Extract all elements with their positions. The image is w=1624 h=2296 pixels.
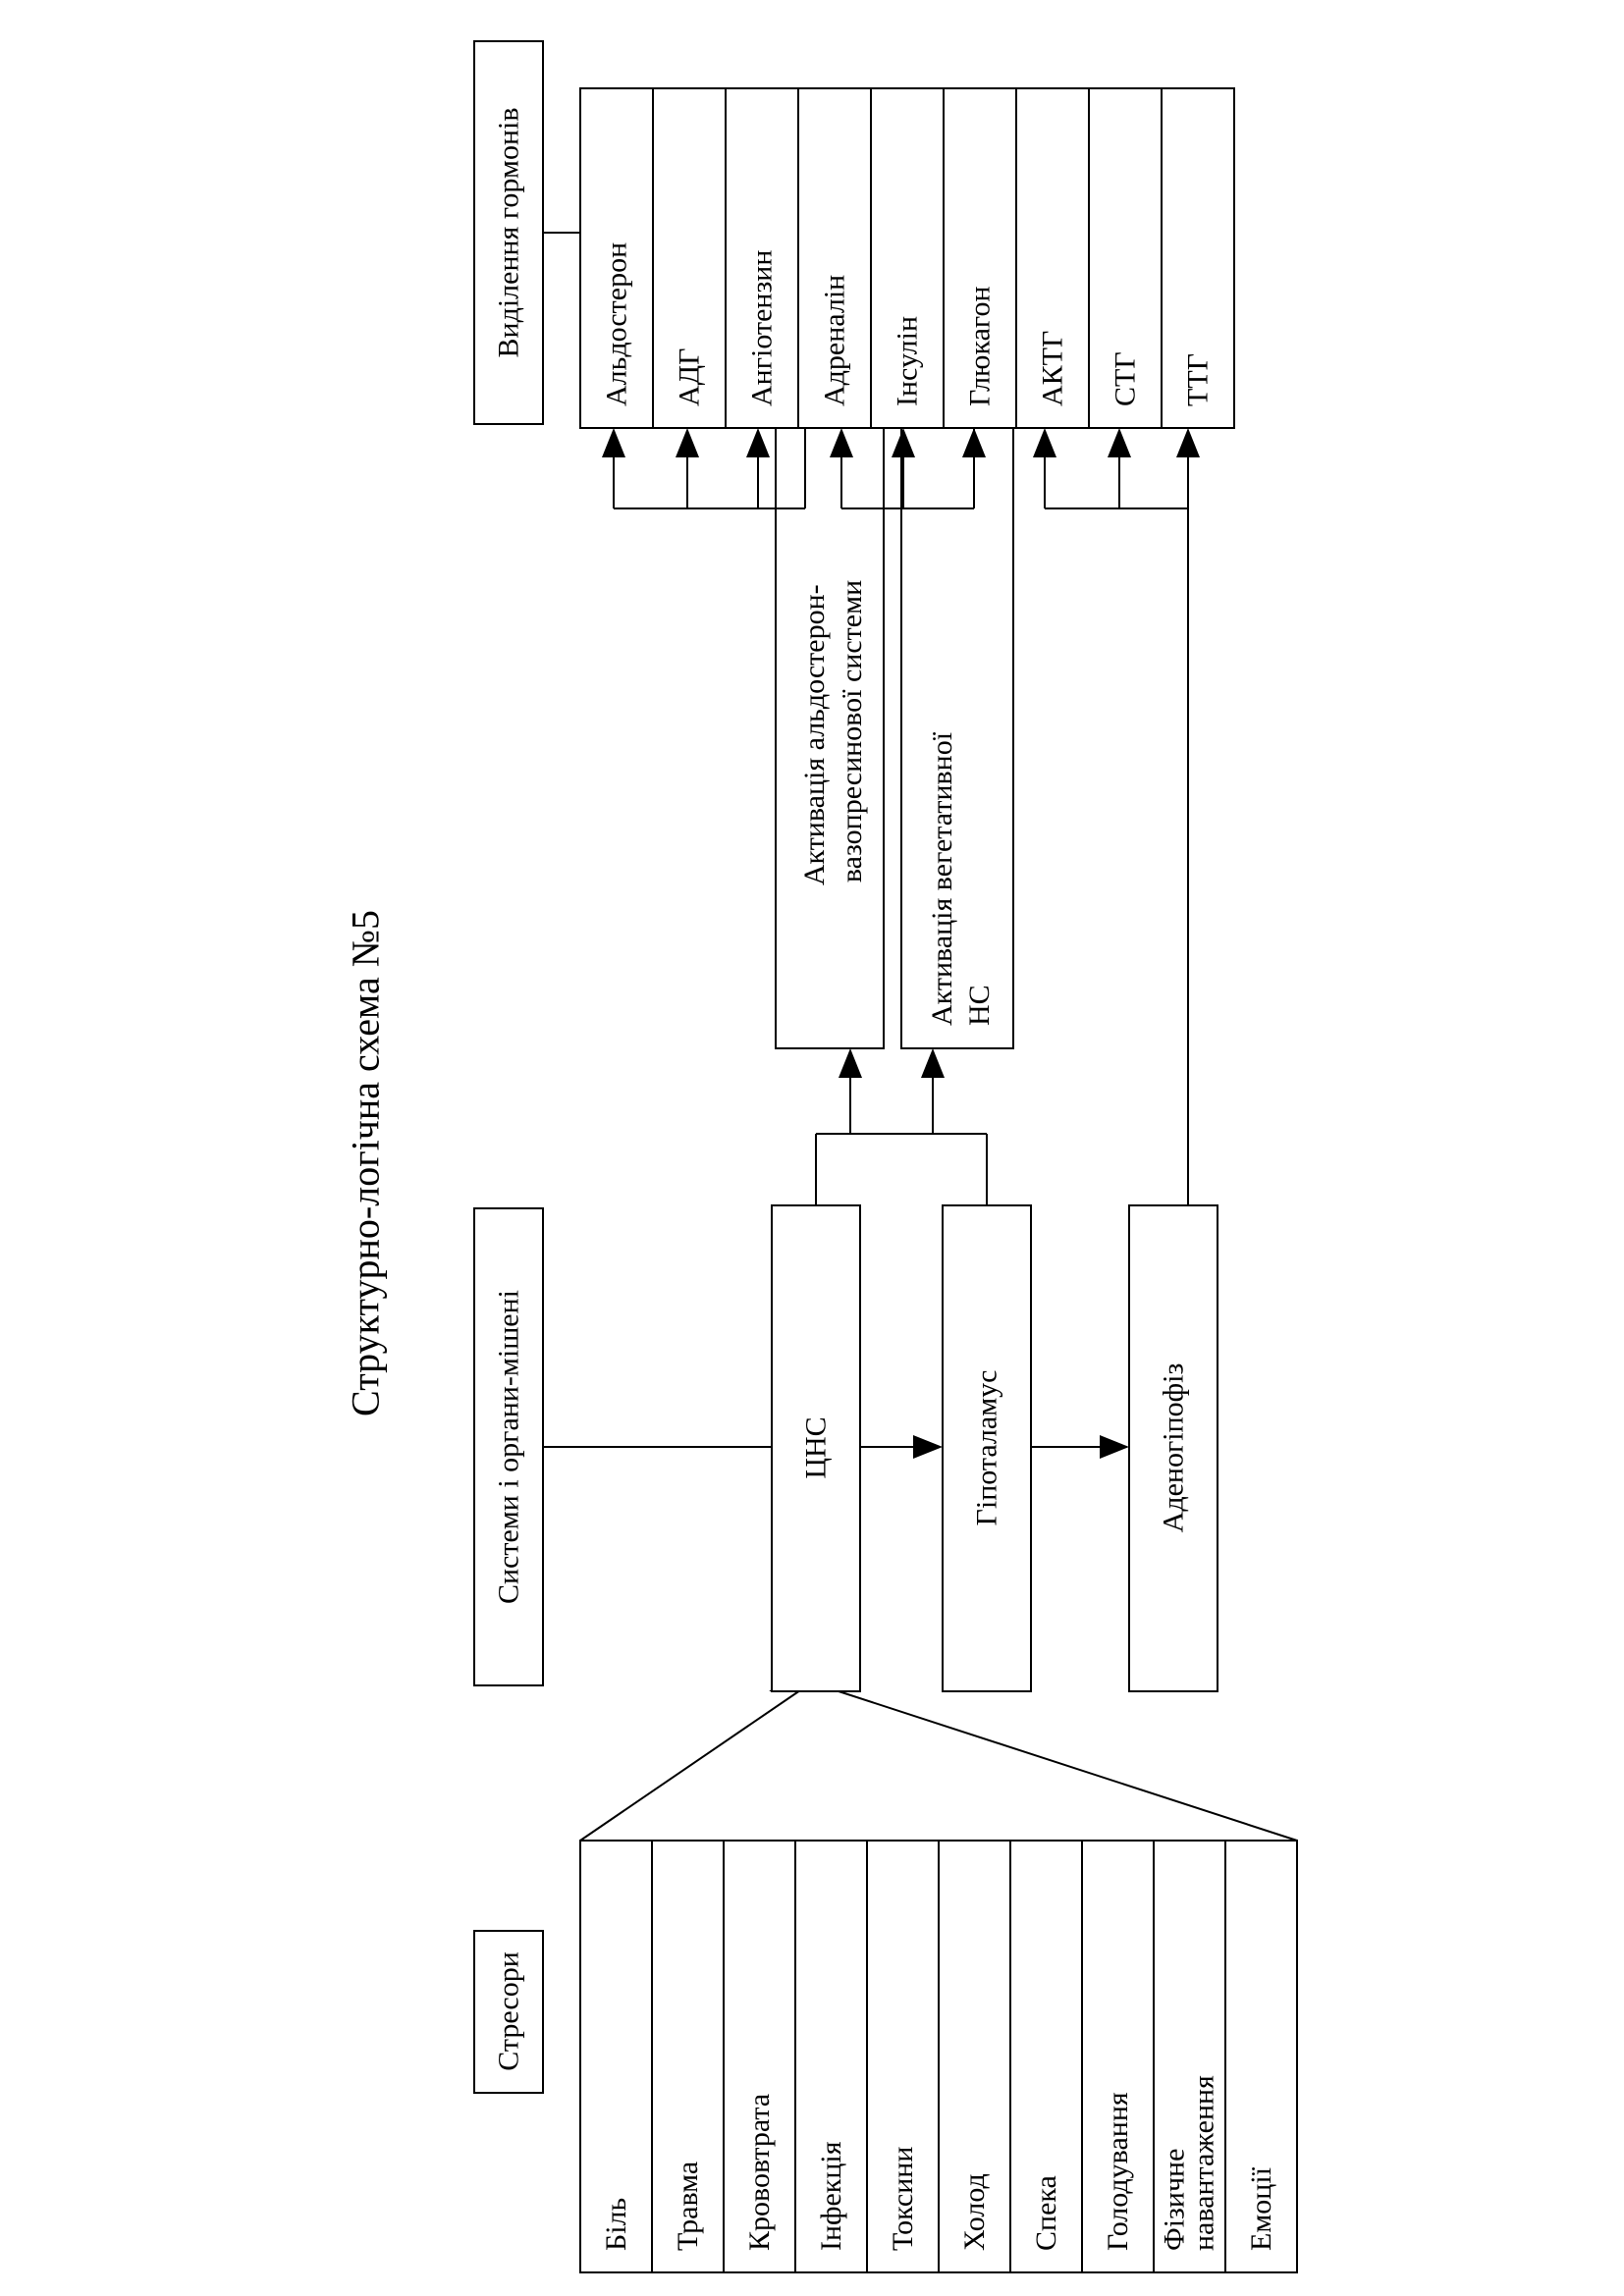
arrow-to-acth bbox=[1033, 428, 1056, 457]
hormones-header-box bbox=[473, 40, 544, 425]
hormone-item: Альдостерон bbox=[601, 242, 633, 406]
arrow-to-aldosterone bbox=[602, 428, 625, 457]
stressor-item: Емоції bbox=[1245, 2166, 1277, 2251]
aldosterone-activation-label: Активація альдостерон- вазопресинової си… bbox=[798, 577, 868, 885]
cns-label: ЦНС bbox=[800, 1416, 833, 1478]
arrow-to-insulin bbox=[892, 428, 915, 457]
stressor-item: Голодування bbox=[1102, 2092, 1134, 2251]
hormone-item: ТТГ bbox=[1182, 353, 1215, 406]
stressor-item: Фізичненавантаження bbox=[1159, 2075, 1220, 2251]
systems-organs-label: Системи і органи-мішені bbox=[493, 1290, 525, 1604]
cns-box bbox=[771, 1204, 861, 1692]
hormones-list-box bbox=[579, 87, 1235, 429]
hormones-header: Виділення гормонів bbox=[493, 108, 525, 358]
aldosterone-activation-box bbox=[775, 414, 885, 1049]
activation-to-hormones-connectors bbox=[602, 415, 1200, 1205]
hypothalamus-to-adenohypophysis-arrow bbox=[1100, 1435, 1129, 1459]
diagram-title: Структурно-логічна схема №5 bbox=[344, 910, 388, 1416]
arrow-to-angiotensin bbox=[746, 428, 770, 457]
stressor-list: Біль Травма Крововтрата Інфекція Токсини Холо… bbox=[600, 1841, 1277, 2272]
stressors-header-box bbox=[473, 1930, 544, 2094]
adenohypophysis-label: Аденогіпофіз bbox=[1158, 1363, 1190, 1533]
cns-to-hypothalamus-arrow bbox=[913, 1435, 943, 1459]
systems-organs-box bbox=[473, 1207, 544, 1686]
hypothalamus-label: Гіпоталамус bbox=[971, 1370, 1003, 1526]
to-vegetative-activation-arrow bbox=[921, 1048, 945, 1078]
hormone-item: Глюкагон bbox=[964, 286, 997, 406]
adenohypophysis-box bbox=[1128, 1204, 1218, 1692]
stressor-item: Спека bbox=[1030, 2175, 1062, 2251]
hormone-item: Інсулін bbox=[892, 316, 924, 406]
vegetative-activation-label: Активація вегетативної НС bbox=[926, 724, 996, 1026]
hypothalamus-box bbox=[942, 1204, 1032, 1692]
hormone-item: Адреналін bbox=[819, 275, 851, 406]
stressors-group: Стресори Біль Травма Крововтрата Інфекція То… bbox=[473, 1840, 1298, 2273]
arrow-to-adh bbox=[676, 428, 699, 457]
stressor-item: Холод bbox=[958, 2173, 991, 2251]
hormone-item: Ангіотензин bbox=[746, 250, 779, 406]
arrow-to-adrenaline bbox=[830, 428, 853, 457]
hormone-item: АКТГ bbox=[1037, 331, 1069, 406]
vegetative-activation-box bbox=[900, 414, 1014, 1049]
stressor-item: Крововтрата bbox=[743, 2094, 776, 2251]
stressor-item: Токсини bbox=[887, 2147, 919, 2251]
hormone-item: СТГ bbox=[1110, 351, 1142, 406]
arrow-to-glucagon bbox=[962, 428, 986, 457]
hormone-item: АДГ bbox=[674, 348, 706, 406]
stressor-item: Травма bbox=[672, 2162, 704, 2251]
stressor-item: Біль bbox=[600, 2198, 632, 2251]
to-aldosterone-activation-arrow bbox=[839, 1048, 862, 1078]
arrow-to-ttg bbox=[1176, 428, 1200, 457]
cns-hypothalamus-to-activation-connector bbox=[815, 1048, 988, 1205]
stressor-item: Інфекція bbox=[815, 2141, 847, 2251]
arrow-to-stg bbox=[1108, 428, 1131, 457]
stressors-header: Стресори bbox=[493, 1951, 525, 2071]
